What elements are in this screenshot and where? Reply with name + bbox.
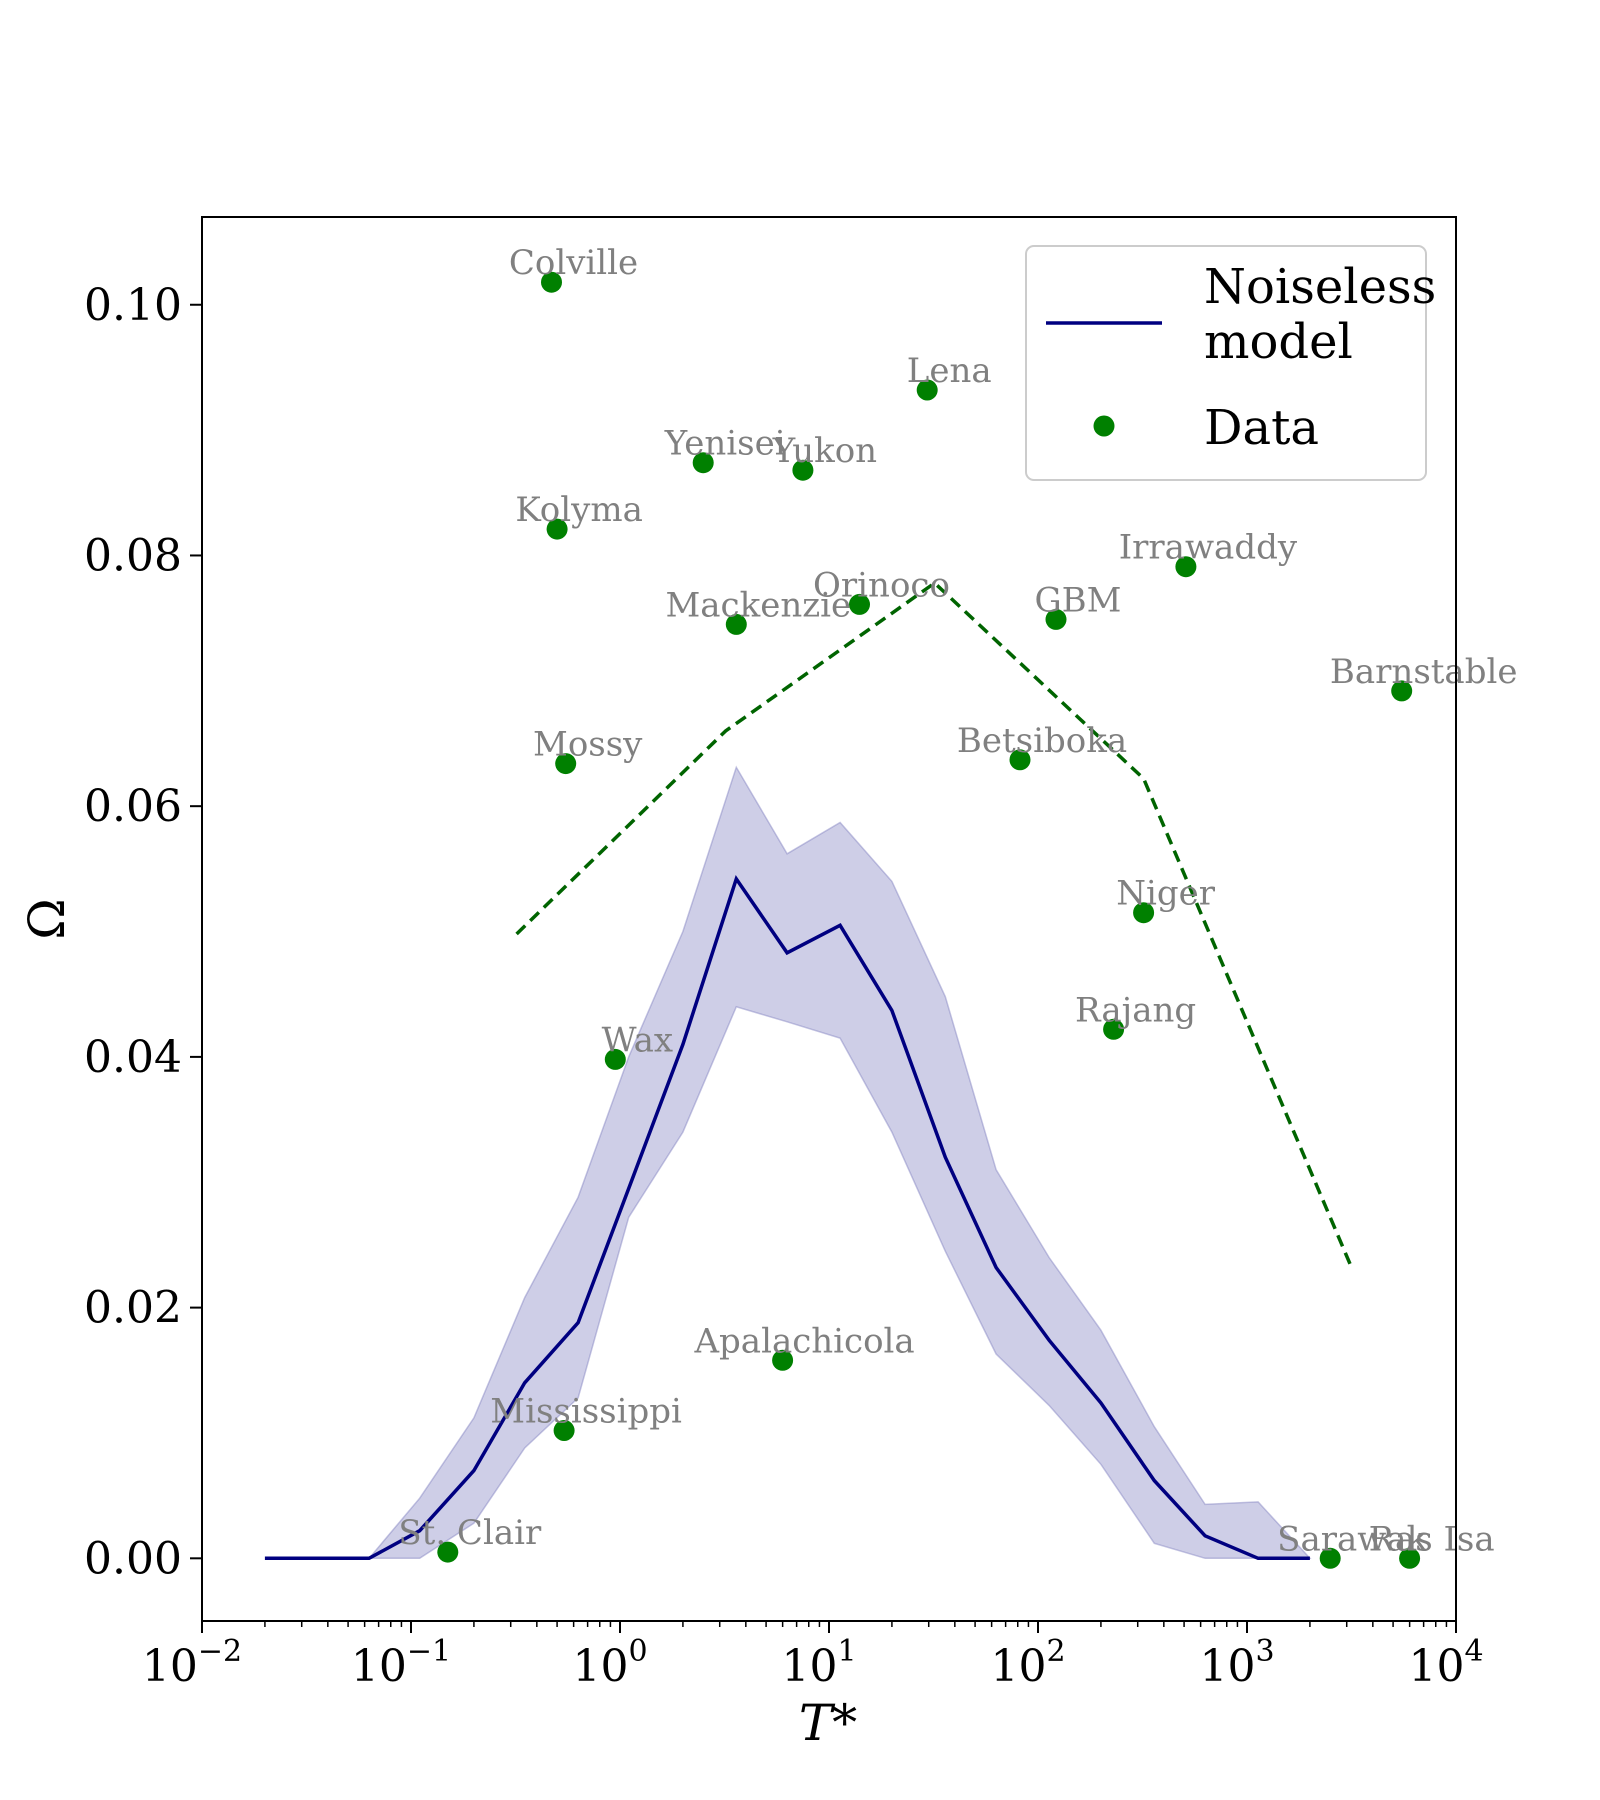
data-point bbox=[604, 1048, 626, 1070]
data-point bbox=[1319, 1547, 1341, 1569]
data-point-label: Irrawaddy bbox=[1119, 528, 1298, 568]
y-tick-label: 0.08 bbox=[84, 530, 182, 581]
x-tick-label: 100 bbox=[572, 1634, 647, 1692]
data-point bbox=[1133, 902, 1155, 924]
x-tick-label: 103 bbox=[1199, 1634, 1274, 1692]
x-tick-label: 101 bbox=[781, 1634, 856, 1692]
x-tick-base: 10 bbox=[351, 1641, 407, 1692]
x-tick-exponent: −2 bbox=[198, 1634, 242, 1669]
x-tick-label: 10−2 bbox=[142, 1634, 242, 1692]
data-point bbox=[555, 753, 577, 775]
x-tick-exponent: 4 bbox=[1464, 1634, 1483, 1669]
legend-data-label: Data bbox=[1204, 400, 1319, 456]
data-point bbox=[553, 1420, 575, 1441]
x-tick-label: 102 bbox=[990, 1634, 1065, 1692]
data-point bbox=[772, 1349, 794, 1371]
data-point bbox=[541, 271, 562, 293]
data-point bbox=[437, 1541, 459, 1563]
data-point-label: Colville bbox=[509, 243, 638, 283]
data-point-label: Mississippi bbox=[490, 1392, 682, 1432]
y-axis-label: Ω bbox=[18, 898, 76, 939]
dashed-envelope-line bbox=[515, 580, 1355, 1271]
data-point-label: Mackenzie bbox=[665, 585, 851, 625]
legend-box bbox=[1025, 245, 1427, 481]
y-tick-label: 0.00 bbox=[84, 1533, 182, 1584]
data-point-label: Wax bbox=[602, 1020, 673, 1060]
data-point bbox=[1045, 608, 1067, 630]
x-tick-label: 10−1 bbox=[351, 1634, 451, 1692]
data-point bbox=[1391, 680, 1413, 702]
data-point-label: Yukon bbox=[772, 431, 877, 471]
data-point bbox=[1175, 556, 1197, 578]
data-point bbox=[692, 452, 714, 474]
data-point-label: Apalachicola bbox=[693, 1321, 914, 1361]
legend-data-swatch bbox=[1093, 415, 1115, 437]
data-point bbox=[546, 518, 568, 540]
x-tick-label: 104 bbox=[1408, 1634, 1483, 1692]
data-point-label: Orinoco bbox=[813, 565, 950, 605]
data-point-label: Ras Isa bbox=[1369, 1519, 1495, 1559]
y-axis: 0.00 0.02 0.04 0.06 0.08 0.10 bbox=[84, 280, 202, 1584]
x-tick-base: 10 bbox=[1199, 1641, 1255, 1692]
data-point-label: Sarawak bbox=[1277, 1519, 1427, 1559]
data-point-label: Rajang bbox=[1075, 990, 1196, 1030]
data-point-label: Betsiboka bbox=[957, 721, 1127, 761]
y-tick-label: 0.10 bbox=[84, 280, 182, 331]
x-tick-exponent: 3 bbox=[1255, 1634, 1274, 1669]
legend-model-label: Noiseless bbox=[1204, 259, 1436, 315]
x-tick-base: 10 bbox=[142, 1641, 198, 1692]
plot-area: ColvilleLenaYeniseiYukonKolymaIrrawaddyO… bbox=[264, 243, 1518, 1569]
x-tick-base: 10 bbox=[572, 1641, 628, 1692]
x-tick-exponent: 2 bbox=[1046, 1634, 1065, 1669]
legend-model-label: model bbox=[1204, 314, 1353, 370]
data-point bbox=[849, 593, 870, 615]
x-axis-label: T* bbox=[799, 1694, 857, 1752]
data-point bbox=[725, 613, 747, 635]
x-tick-exponent: −1 bbox=[407, 1634, 451, 1669]
data-point-label: Mossy bbox=[533, 725, 643, 765]
data-point-label: Kolyma bbox=[515, 490, 643, 530]
x-tick-base: 10 bbox=[1408, 1641, 1464, 1692]
y-tick-label: 0.04 bbox=[84, 1032, 182, 1083]
y-tick-label: 0.02 bbox=[84, 1283, 182, 1334]
data-point-label: Niger bbox=[1116, 874, 1216, 914]
data-point bbox=[916, 379, 938, 401]
data-point bbox=[1399, 1547, 1421, 1569]
data-point-label: Yenisei bbox=[664, 424, 786, 464]
data-point bbox=[1103, 1018, 1125, 1040]
data-point bbox=[1009, 749, 1031, 771]
x-tick-base: 10 bbox=[781, 1641, 837, 1692]
noiseless-model-line bbox=[264, 874, 1310, 1561]
x-tick-exponent: 0 bbox=[628, 1634, 647, 1669]
x-tick-exponent: 1 bbox=[837, 1634, 856, 1669]
data-point-label: GBM bbox=[1035, 580, 1122, 620]
x-tick-base: 10 bbox=[990, 1641, 1046, 1692]
data-point-label: Lena bbox=[907, 351, 992, 391]
y-tick-label: 0.06 bbox=[84, 781, 182, 832]
data-point bbox=[792, 459, 814, 481]
data-point-label: Barnstable bbox=[1330, 652, 1518, 692]
data-point-label: St. Clair bbox=[398, 1513, 542, 1553]
